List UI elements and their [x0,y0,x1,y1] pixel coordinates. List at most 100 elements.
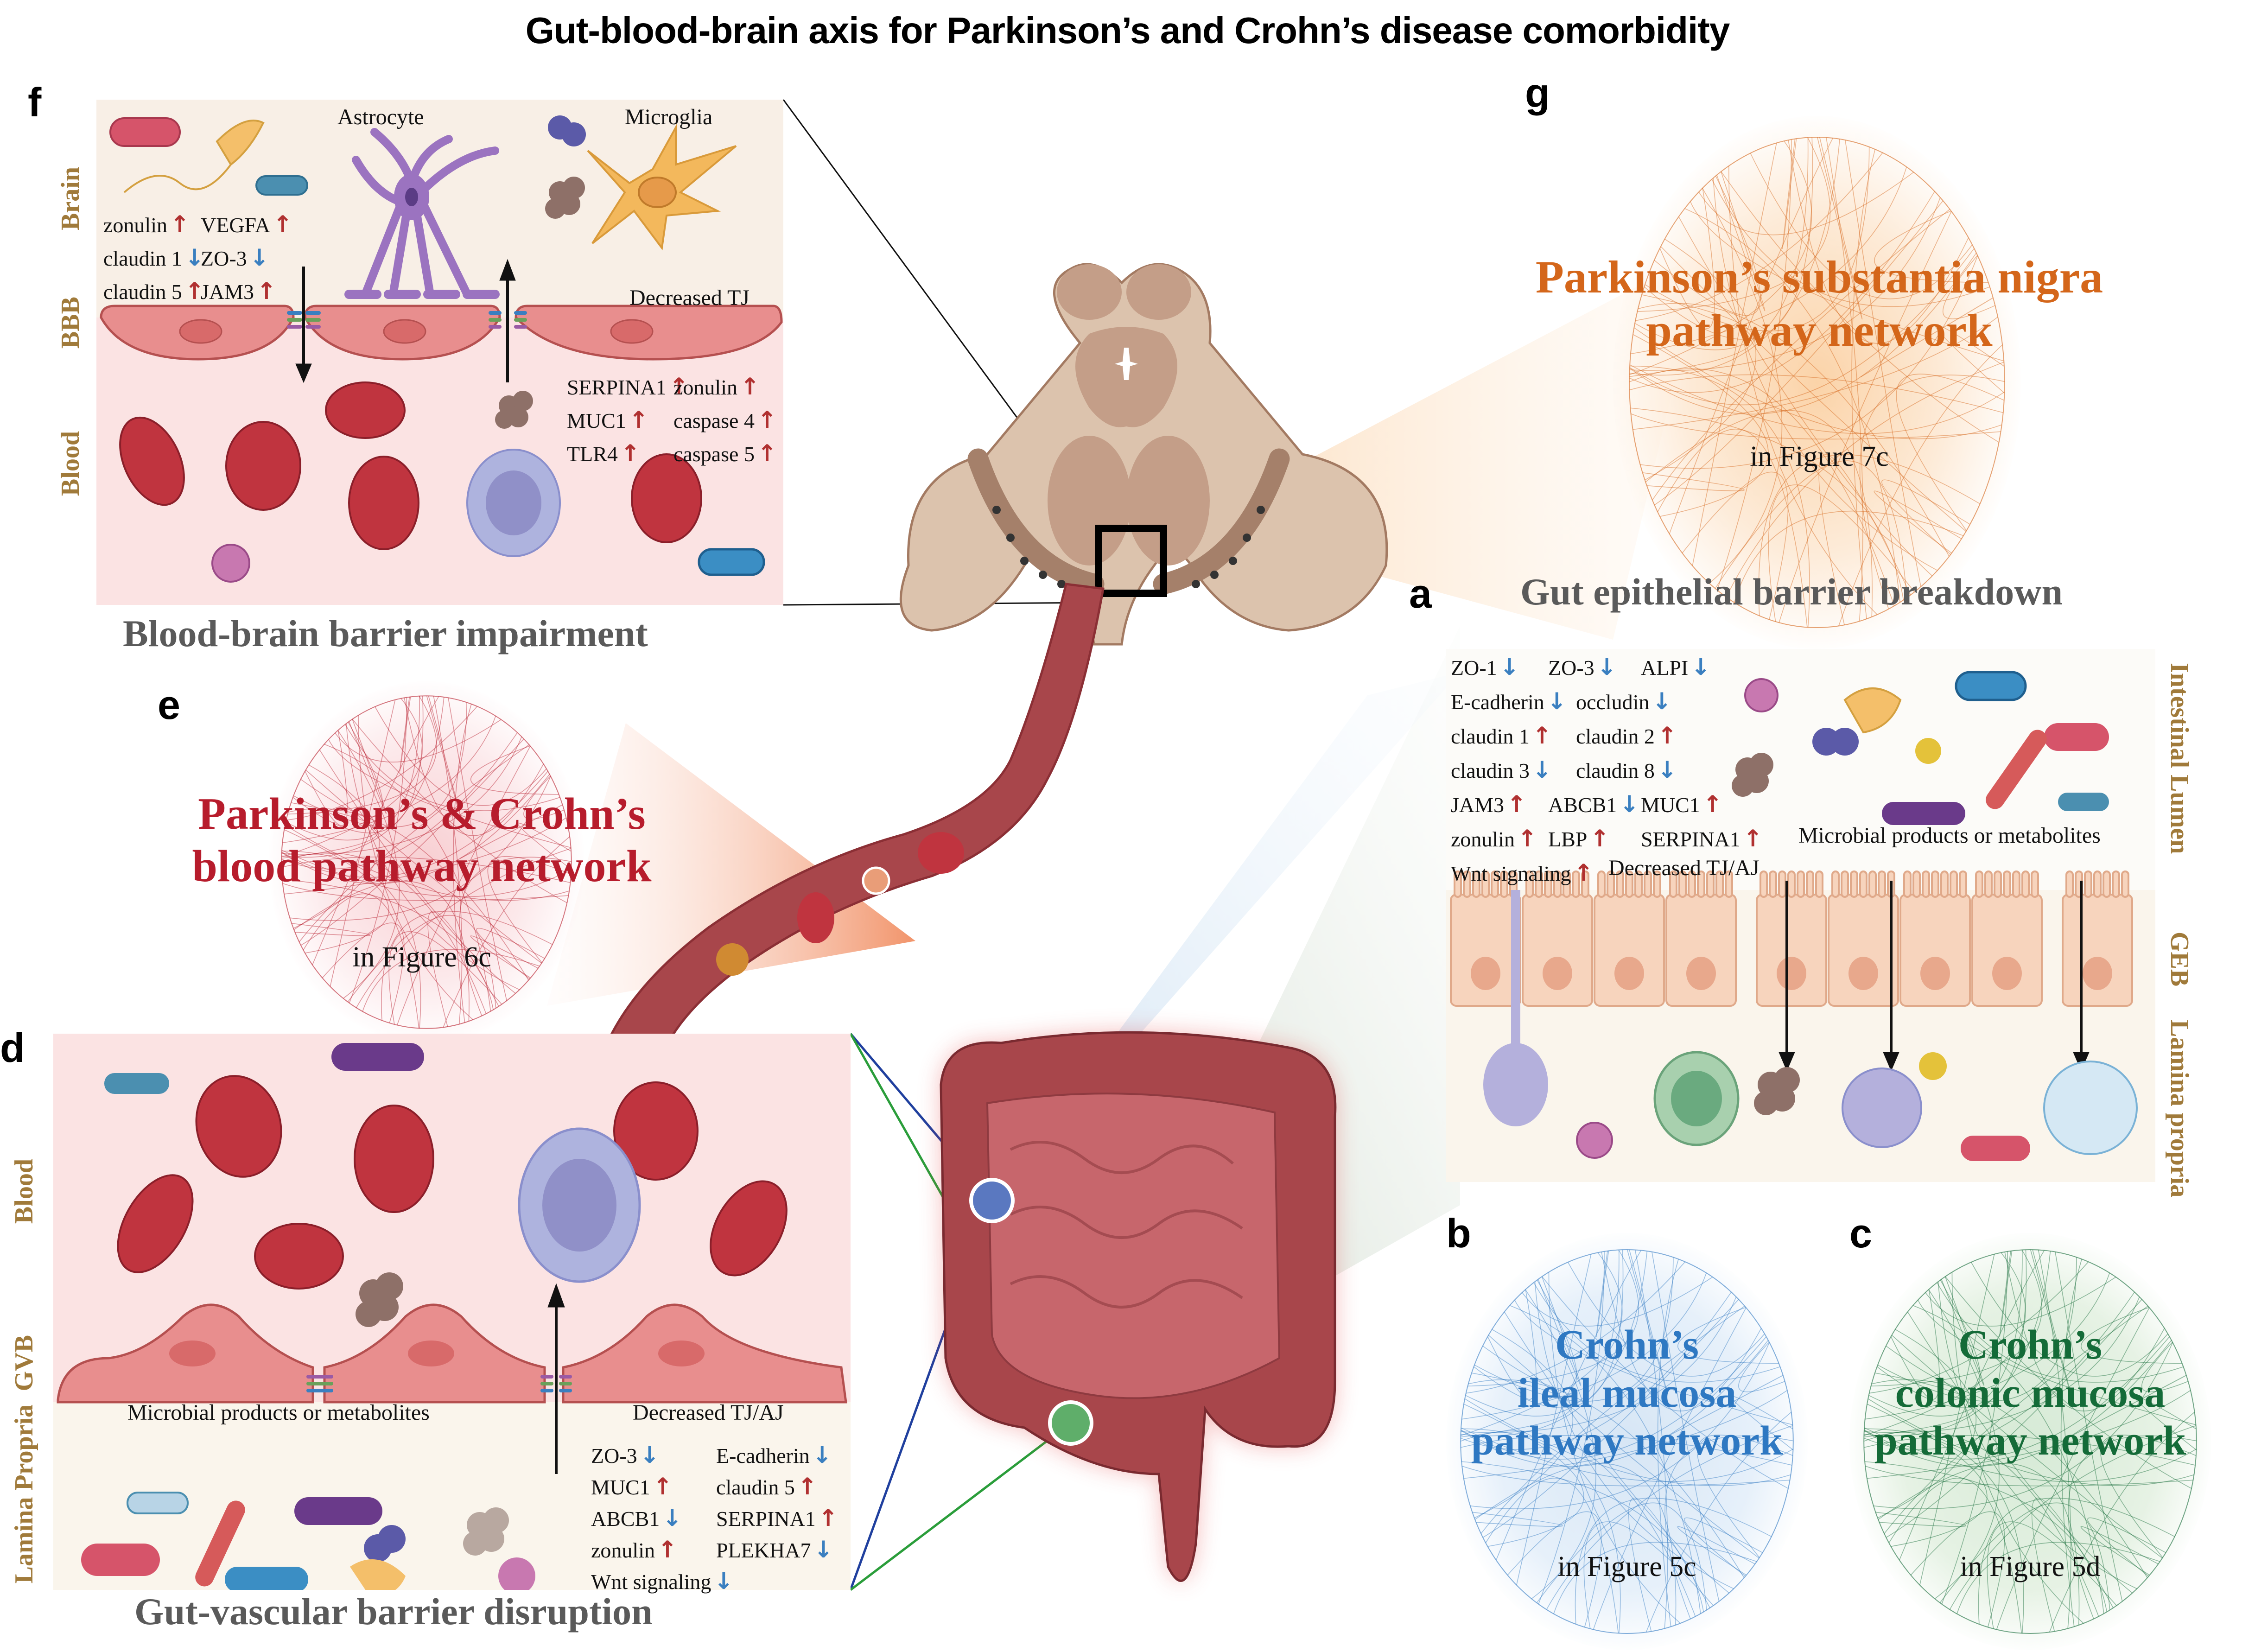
lumen-microbes [1732,671,2109,825]
network-edge [1657,428,1808,628]
arrow-up-icon: ↑ [669,373,689,400]
marker-name: zonulin [1451,827,1515,851]
network-edge [470,745,559,795]
marker-item: JAM3↑ [201,278,276,305]
network-lines-e [281,695,572,1029]
network-edge [1864,1428,2024,1633]
network-edge [1868,1250,2023,1417]
network-edge [1874,490,1962,553]
side-label-geb: GEB [2165,932,2194,987]
bbb-illustration [100,115,783,583]
network-edge [1865,1272,2110,1420]
network-edge [2031,1498,2114,1632]
network-edge [282,883,569,901]
network-edge [288,808,529,981]
panel-label-a: a [1409,571,1432,616]
network-outline [1460,1249,1794,1634]
network-edge [1692,143,1777,566]
network-edge [1542,1276,1789,1489]
translocation-arrows [1779,881,2090,1072]
network-c-title-line: Crohn’s [1958,1322,2103,1368]
neuromelanin-dots [992,506,1265,588]
network-edge [1878,1463,2080,1625]
marker-item: MUC1↑ [591,1473,673,1500]
arrow-up-icon: ↑ [757,407,777,433]
network-edge [2080,1307,2182,1364]
network-edge [1654,176,1761,316]
network-edge [1536,1502,1707,1610]
network-edge [1507,1511,1602,1627]
network-edge [1629,294,1754,377]
network-edge [362,949,540,1012]
network-edge [1949,1425,2196,1610]
network-edge [1951,1272,2084,1624]
marker-item: LBP↑ [1548,825,1609,852]
network-edge [1937,1282,2137,1589]
arrow-up-icon: ↑ [1590,825,1610,852]
network-edge [1867,1390,2191,1479]
network-edge [1890,1289,1940,1400]
network-edge [1514,1300,1793,1425]
microbial-products-note: Microbial products or metabolites [1798,823,2101,848]
translocation-arrow [547,1283,565,1474]
network-edge [284,817,566,895]
tight-junctions [287,311,527,329]
network-edge [1537,1276,1582,1386]
network-edge [1684,208,1900,603]
network-edge [1899,1250,2045,1561]
network-edge [1978,1498,2175,1625]
marker-name: claudin 3 [1451,759,1530,782]
arrow-down-icon: ↓ [813,1536,833,1563]
network-b-title: Crohn’s ileal mucosa pathway network [1446,1321,1808,1465]
network-edge [300,722,383,817]
network-edge [1645,146,1870,331]
network-lines-c [1863,1249,2197,1634]
network-edge [1788,140,1969,344]
network-edge [293,881,470,1022]
side-label-brain: Brain [56,167,85,230]
bbb-zoom-box [1095,525,1167,597]
network-edge [1474,1463,1677,1625]
network-edge [337,730,400,999]
network-edge [1628,1498,1710,1632]
network-c-title-line: colonic mucosa [1895,1370,2166,1416]
network-edge [335,719,502,762]
network-edge [346,724,520,990]
network-edge [1634,1250,1668,1629]
network-edge [285,825,570,901]
marker-name: MUC1 [567,409,626,432]
network-edge [1925,1277,2116,1327]
network-edge [1461,1427,1793,1482]
network-edge [328,739,571,848]
network-edge [1702,188,1783,584]
network-edge [459,857,572,1016]
network-edge [1869,1261,2089,1394]
network-edge [1461,1251,1648,1436]
marker-name: claudin 1 [103,247,182,270]
network-edge [1919,1254,1995,1585]
network-edge [1461,1372,1572,1438]
network-edge [1534,1282,1734,1589]
bacterium-purple [331,1043,424,1071]
network-edge [1912,1305,2104,1614]
network-edge [1864,1251,2051,1436]
network-edge [1721,171,1999,443]
network-edge [1644,137,1813,340]
network-edge [1632,317,1998,430]
network-edge [1460,1292,1732,1450]
side-label-lamina-propria: Lamina propria [2165,1020,2194,1198]
network-edge [303,893,419,1029]
metabolite-cluster [545,177,585,219]
network-edge [1654,200,1944,506]
panel-a: ZO-1↓ZO-3↓ALPI↓E-cadherin↓occludin↓claud… [1446,649,2155,1182]
network-edge [1634,137,1809,350]
network-edge [1464,1398,1791,1486]
network-edge [1884,1305,2148,1534]
microbial-products-note: Microbial products or metabolites [127,1400,430,1425]
network-lines-g [1629,137,2005,628]
side-label-lamina-propria: Lamina Propria [10,1404,38,1584]
arrow-up-icon: ↑ [657,1536,677,1563]
network-edge [2100,1435,2197,1558]
network-edge [1553,1542,1757,1614]
marker-item: E-cadherin↓ [1451,688,1567,715]
